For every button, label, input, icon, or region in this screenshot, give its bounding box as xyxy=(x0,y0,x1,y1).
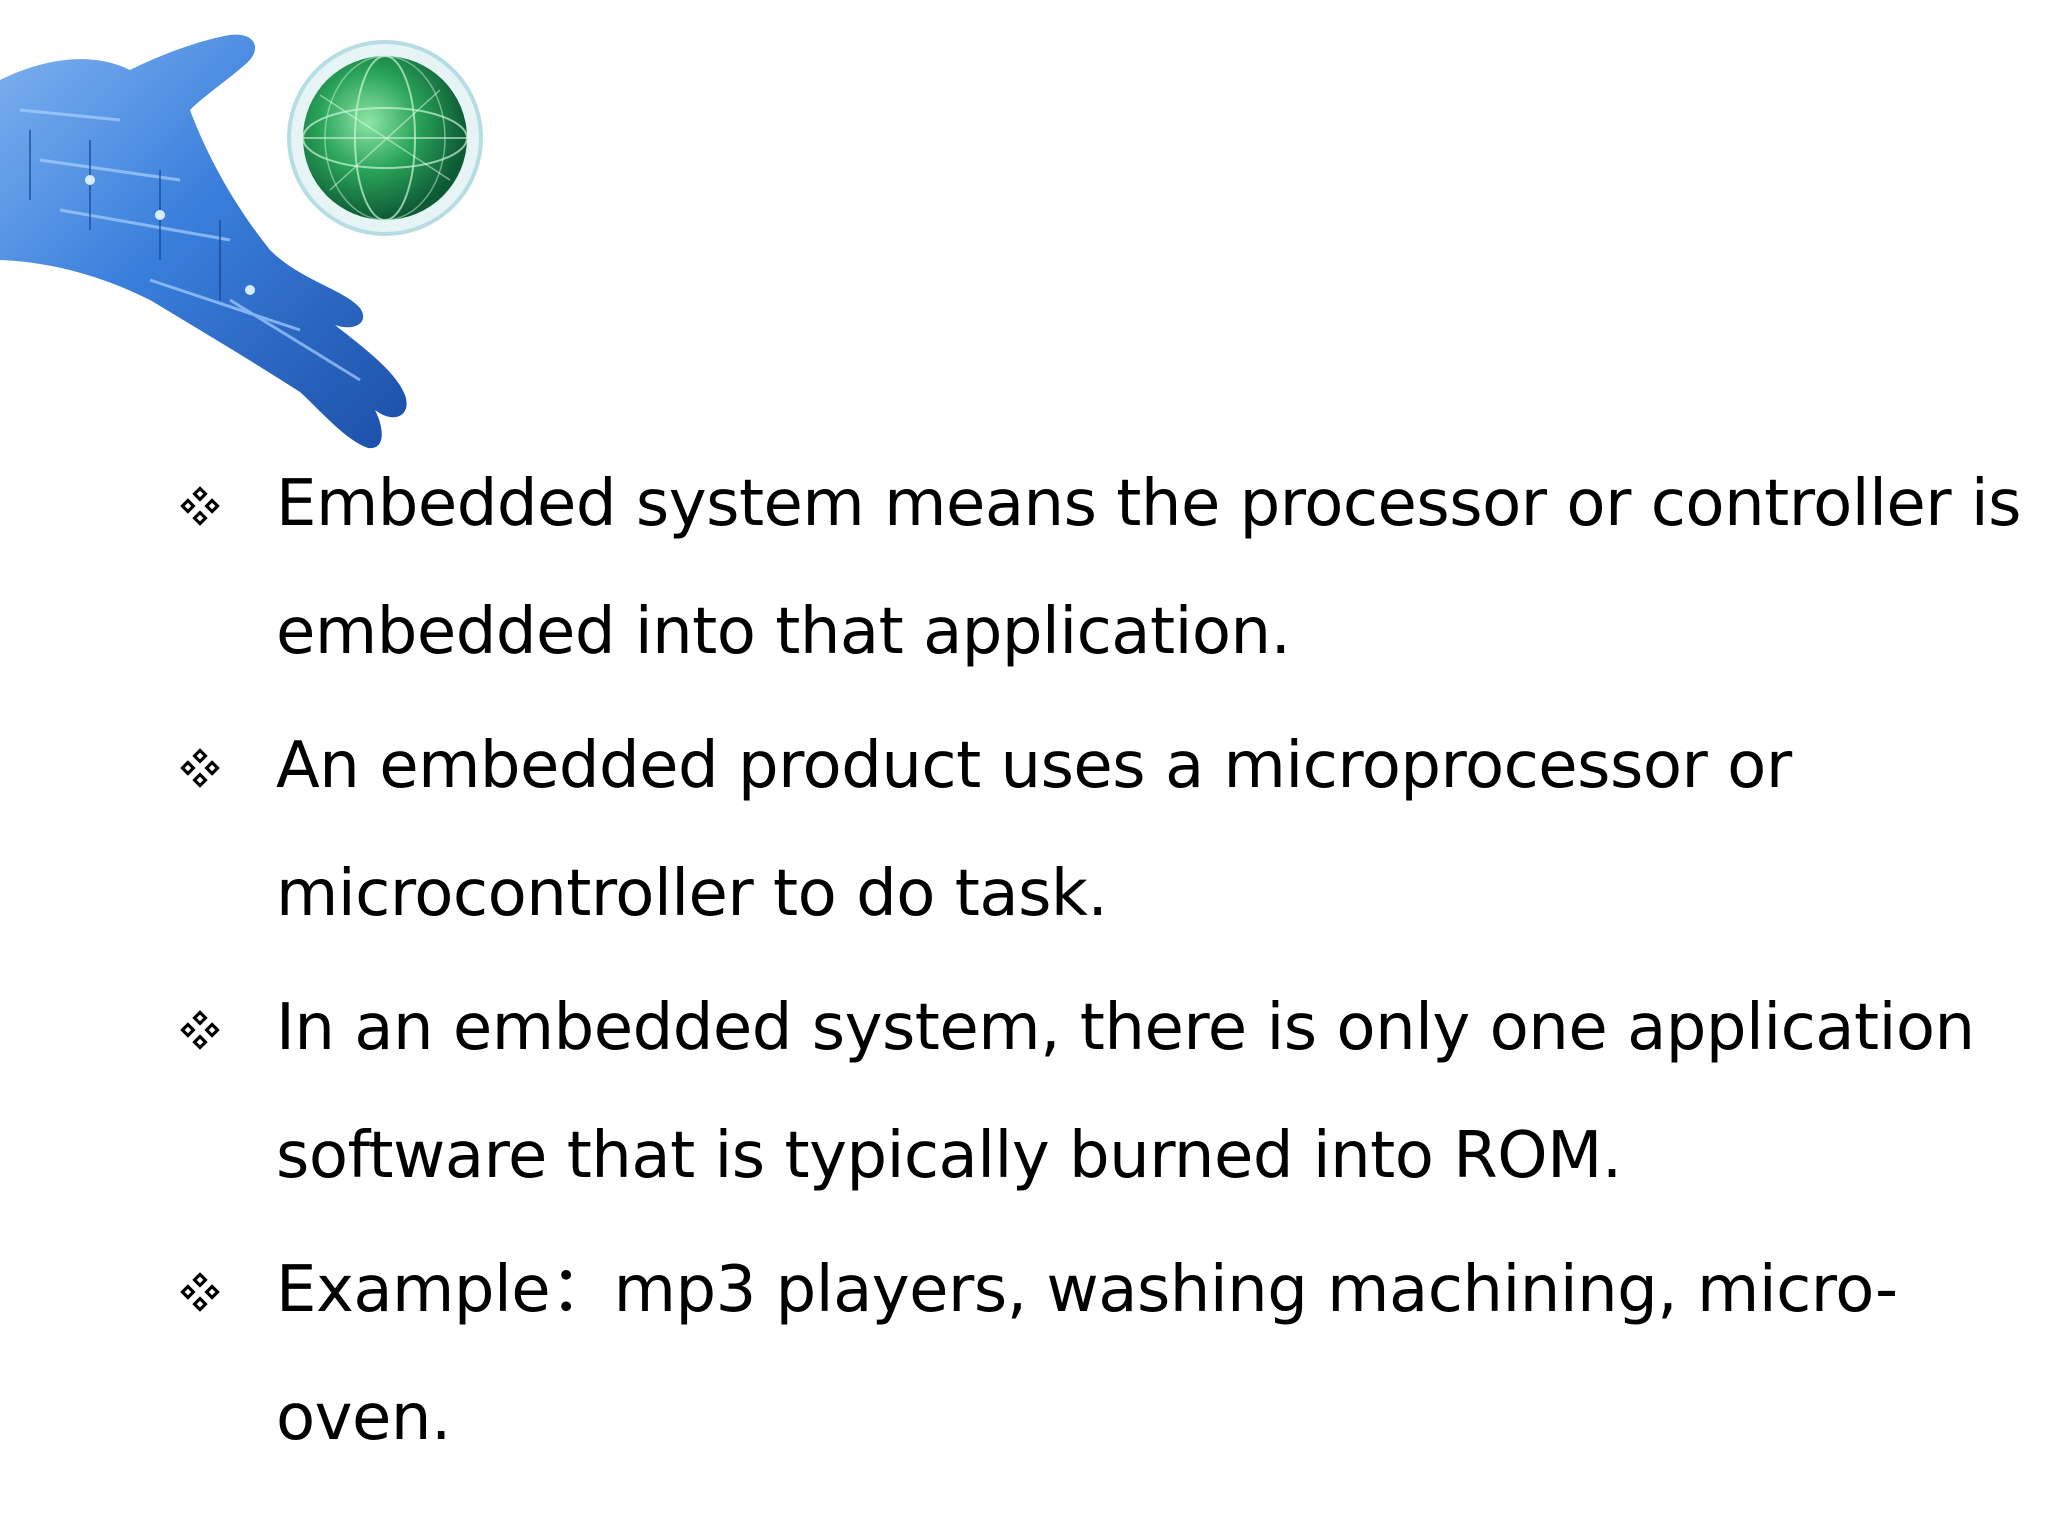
four-diamond-bullet-icon xyxy=(180,748,220,788)
bullet-text: An embedded product uses a microprocesso… xyxy=(276,729,1792,931)
bullet-text: Example：mp3 players, washing machining, … xyxy=(276,1253,1898,1455)
hand-and-globe-decoration xyxy=(0,34,483,449)
bullet-text: Embedded system means the processor or c… xyxy=(276,467,2022,669)
bullet-item: An embedded product uses a microprocesso… xyxy=(170,702,2030,958)
four-diamond-bullet-icon xyxy=(180,1272,220,1312)
bullet-item: Example：mp3 players, washing machining, … xyxy=(170,1226,2030,1482)
four-diamond-bullet-icon xyxy=(180,486,220,526)
bullet-list: Embedded system means the processor or c… xyxy=(170,440,2030,1488)
bullet-item: Embedded system means the processor or c… xyxy=(170,440,2030,696)
robotic-hand-icon xyxy=(0,34,407,449)
bullet-item: In an embedded system, there is only one… xyxy=(170,964,2030,1220)
bullet-text: In an embedded system, there is only one… xyxy=(276,991,1975,1193)
globe-icon xyxy=(287,40,483,236)
four-diamond-bullet-icon xyxy=(180,1010,220,1050)
